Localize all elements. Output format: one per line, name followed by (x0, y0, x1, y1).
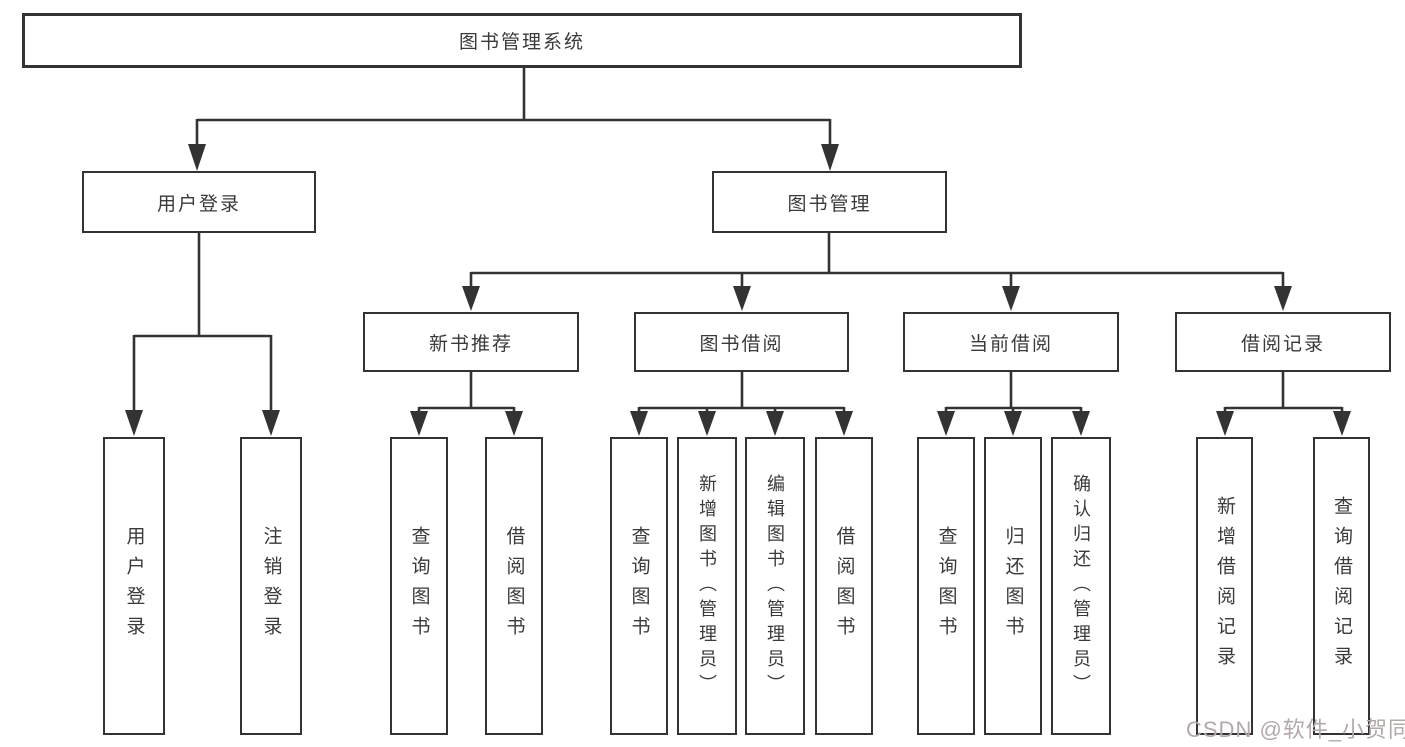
node-new-book-recommend-label: 新书推荐 (428, 333, 513, 355)
leaf-logout: 注销登录 (240, 437, 302, 735)
leaf-bb-query-book: 查询图书 (610, 437, 668, 735)
leaf-bb-edit-book-label: 编辑图书（管理员） (765, 473, 785, 699)
leaf-bb-borrow-book-label: 借阅图书 (833, 526, 855, 646)
node-user-login-label: 用户登录 (156, 193, 241, 215)
leaf-bb-query-book-label: 查询图书 (628, 526, 650, 646)
leaf-br-query-record: 查询借阅记录 (1313, 437, 1370, 735)
leaf-cb-query-book: 查询图书 (917, 437, 975, 735)
leaf-cb-confirm-return-label: 确认归还（管理员） (1071, 473, 1091, 699)
node-user-login: 用户登录 (82, 171, 316, 233)
node-new-book-recommend: 新书推荐 (363, 312, 579, 372)
leaf-br-add-record: 新增借阅记录 (1196, 437, 1253, 735)
node-borrow-record: 借阅记录 (1175, 312, 1391, 372)
leaf-nb-borrow-book-label: 借阅图书 (503, 526, 525, 646)
leaf-br-query-record-label: 查询借阅记录 (1331, 496, 1352, 676)
leaf-cb-confirm-return: 确认归还（管理员） (1051, 437, 1111, 735)
node-root-label: 图书管理系统 (458, 32, 585, 53)
leaf-cb-return-book-label: 归还图书 (1002, 526, 1024, 646)
node-borrow-record-label: 借阅记录 (1240, 333, 1325, 355)
node-root: 图书管理系统 (22, 13, 1022, 68)
leaf-br-add-record-label: 新增借阅记录 (1214, 496, 1235, 676)
leaf-bb-add-book-label: 新增图书（管理员） (697, 473, 717, 699)
node-current-borrow-label: 当前借阅 (968, 333, 1053, 355)
leaf-logout-label: 注销登录 (260, 526, 282, 646)
node-current-borrow: 当前借阅 (903, 312, 1119, 372)
leaf-bb-borrow-book: 借阅图书 (815, 437, 873, 735)
leaf-nb-borrow-book: 借阅图书 (485, 437, 543, 735)
node-book-management-label: 图书管理 (787, 193, 872, 215)
csdn-watermark: CSDN @软件_小贺同学 (1186, 717, 1405, 742)
node-book-borrow: 图书借阅 (634, 312, 849, 372)
node-book-borrow-label: 图书借阅 (699, 333, 784, 355)
leaf-cb-return-book: 归还图书 (984, 437, 1042, 735)
leaf-user-login: 用户登录 (103, 437, 165, 735)
leaf-user-login-label: 用户登录 (123, 526, 145, 646)
leaf-cb-query-book-label: 查询图书 (935, 526, 957, 646)
leaf-nb-query-book-label: 查询图书 (408, 526, 430, 646)
leaf-nb-query-book: 查询图书 (390, 437, 448, 735)
leaf-bb-add-book: 新增图书（管理员） (677, 437, 737, 735)
node-book-management: 图书管理 (712, 171, 947, 233)
leaf-bb-edit-book: 编辑图书（管理员） (745, 437, 805, 735)
